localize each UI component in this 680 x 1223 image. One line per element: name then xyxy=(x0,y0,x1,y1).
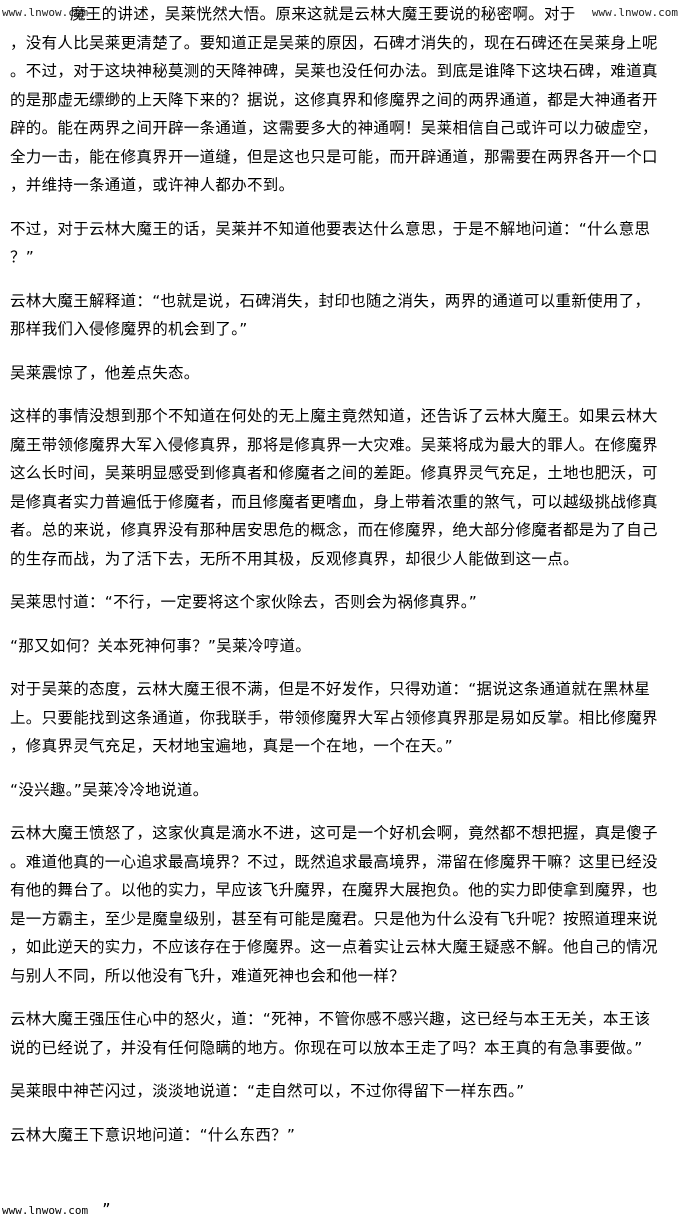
text-line: 云林大魔王愤怒了，这家伙真是滴水不进，这可是一个好机会啊，竟然都不想把握，真是傻… xyxy=(10,824,658,842)
paragraph: 吴莱思忖道：“不行，一定要将这个家伙除去，否则会为祸修真界。” xyxy=(10,588,675,617)
text-line: 。不过，对于这块神秘莫测的天降神碑，吴莱也没任何办法。到底是谁降下这块石碑，难道… xyxy=(10,62,658,80)
paragraph: 吴莱震惊了，他差点失态。 xyxy=(10,359,675,388)
text-line: “那又如何？关本死神何事？”吴莱冷哼道。 xyxy=(10,636,312,655)
text-line: 吴莱眼中神芒闪过，淡淡地说道：“走自然可以，不过你得留下一样东西。” xyxy=(10,1082,525,1100)
paragraph: 云林大魔王下意识地问道：“什么东西？” xyxy=(10,1121,675,1150)
text-line: 有他的舞台了。以他的实力，早应该飞升魔界，在魔界大展抱负。他的实力即使拿到魔界，… xyxy=(10,881,658,899)
text-line: 云林大魔王强压住心中的怒火，道：“死神，不管你感不感兴趣，这已经与本王无关，本王… xyxy=(10,1010,651,1028)
text-line: “没兴趣。”吴莱冷冷地说道。 xyxy=(10,780,209,799)
text-line: ，如此逆天的实力，不应该存在于修魔界。这一点着实让云林大魔王疑惑不解。他自己的情… xyxy=(10,938,658,956)
paragraph: 吴莱眼中神芒闪过，淡淡地说道：“走自然可以，不过你得留下一样东西。” xyxy=(10,1077,675,1106)
text-line: 魔王的讲述，吴莱恍然大悟。原来这就是云林大魔王要说的秘密啊。对于 xyxy=(70,5,576,23)
footer-quote: ” xyxy=(102,1202,111,1218)
paragraph: 云林大魔王愤怒了，这家伙真是滴水不进，这可是一个好机会啊，竟然都不想把握，真是傻… xyxy=(10,819,675,990)
paragraph: 魔王的讲述，吴莱恍然大悟。原来这就是云林大魔王要说的秘密啊。对于 ，没有人比吴莱更… xyxy=(10,0,675,200)
text-line: 魔王带领修魔界大军入侵修真界，那将是修真界一大灾难。吴莱将成为最大的罪人。在修魔… xyxy=(10,435,658,454)
text-line: 与别人不同，所以他没有飞升，难道死神也会和他一样？ xyxy=(10,966,406,985)
text-line: 的是那虚无缥缈的上天降下来的？据说，这修真界和修魔界之间的两界通道，都是大神通者… xyxy=(10,90,658,109)
text-line: 是一方霸主，至少是魔皇级别，甚至有可能是魔君。只是他为什么没有飞升呢？按照道理来… xyxy=(10,909,658,928)
text-line: 云林大魔王解释道：“也就是说，石碑消失，封印也随之消失，两界的通道可以重新使用了… xyxy=(10,291,651,310)
footer-watermark: www.lnwow.com xyxy=(2,1204,89,1217)
text-line: 。难道他真的一心追求最高境界？不过，既然追求最高境界，滞留在修魔界干嘛？这里已经… xyxy=(10,852,658,871)
text-line: ？” xyxy=(10,248,35,266)
watermark-right: www.lnwow.com xyxy=(591,6,678,19)
chapter-text: 魔王的讲述，吴莱恍然大悟。原来这就是云林大魔王要说的秘密啊。对于 ，没有人比吴莱更… xyxy=(10,0,675,1164)
paragraph: 不过，对于云林大魔王的话，吴莱并不知道他要表达什么意思，于是不解地问道：“什么意… xyxy=(10,215,675,272)
text-line: ，并维持一条通道，或许神人都办不到。 xyxy=(10,176,295,194)
text-line: ，没有人比吴莱更清楚了。要知道正是吴莱的原因，石碑才消失的，现在石碑还在吴莱身上… xyxy=(10,33,658,52)
paragraph: 对于吴莱的态度，云林大魔王很不满，但是不好发作，只得劝道：“据说这条通道就在黑林… xyxy=(10,675,675,761)
text-line: 辟的。能在两界之间开辟一条通道，这需要多大的神通啊！吴莱相信自己或许可以力破虚空… xyxy=(10,119,658,137)
paragraph: “没兴趣。”吴莱冷冷地说道。 xyxy=(10,776,675,805)
paragraph: “那又如何？关本死神何事？”吴莱冷哼道。 xyxy=(10,632,675,661)
text-line: 者。总的来说，修真界没有那种居安思危的概念，而在修魔界，绝大部分修魔者都是为了自… xyxy=(10,521,658,539)
text-line: 不过，对于云林大魔王的话，吴莱并不知道他要表达什么意思，于是不解地问道：“什么意… xyxy=(10,219,651,238)
text-line: ，修真界灵气充足，天材地宝遍地，真是一个在地，一个在天。” xyxy=(10,737,453,755)
text-line: 说的已经说了，并没有任何隐瞒的地方。你现在可以放本王走了吗？本王真的有急事要做。… xyxy=(10,1038,643,1057)
paragraph: 云林大魔王解释道：“也就是说，石碑消失，封印也随之消失，两界的通道可以重新使用了… xyxy=(10,287,675,344)
paragraph: 这样的事情没想到那个不知道在何处的无上魔主竟然知道，还告诉了云林大魔王。如果云林… xyxy=(10,402,675,573)
text-line: 云林大魔王下意识地问道：“什么东西？” xyxy=(10,1125,296,1144)
page-footer: www.lnwow.com ” xyxy=(2,1202,111,1218)
text-line: 是修真者实力普遍低于修魔者，而且修魔者更嗜血，身上带着浓重的煞气，可以越级挑战修… xyxy=(10,492,658,511)
text-line: 对于吴莱的态度，云林大魔王很不满，但是不好发作，只得劝道：“据说这条通道就在黑林… xyxy=(10,680,651,698)
text-line: 上。只要能找到这条通道，你我联手，带领修魔界大军占领修真界那是易如反掌。相比修魔… xyxy=(10,708,658,727)
text-line: 吴莱思忖道：“不行，一定要将这个家伙除去，否则会为祸修真界。” xyxy=(10,593,478,611)
text-line: 全力一击，能在修真界开一道缝，但是这也只是可能，而开辟通道，那需要在两界各开一个… xyxy=(10,147,658,166)
paragraph: 云林大魔王强压住心中的怒火，道：“死神，不管你感不感兴趣，这已经与本王无关，本王… xyxy=(10,1005,675,1062)
text-line: 的生存而战，为了活下去，无所不用其极，反观修真界，却很少人能做到这一点。 xyxy=(10,549,579,568)
text-line: 这么长时间，吴莱明显感受到修真者和修魔者之间的差距。修真界灵气充足，土地也肥沃，… xyxy=(10,464,658,482)
text-line: 吴莱震惊了，他差点失态。 xyxy=(10,363,200,382)
watermark-left: www.lnwow.com xyxy=(2,6,89,19)
text-line: 这样的事情没想到那个不知道在何处的无上魔主竟然知道，还告诉了云林大魔王。如果云林… xyxy=(10,407,658,425)
text-line: 那样我们入侵修魔界的机会到了。” xyxy=(10,320,248,338)
